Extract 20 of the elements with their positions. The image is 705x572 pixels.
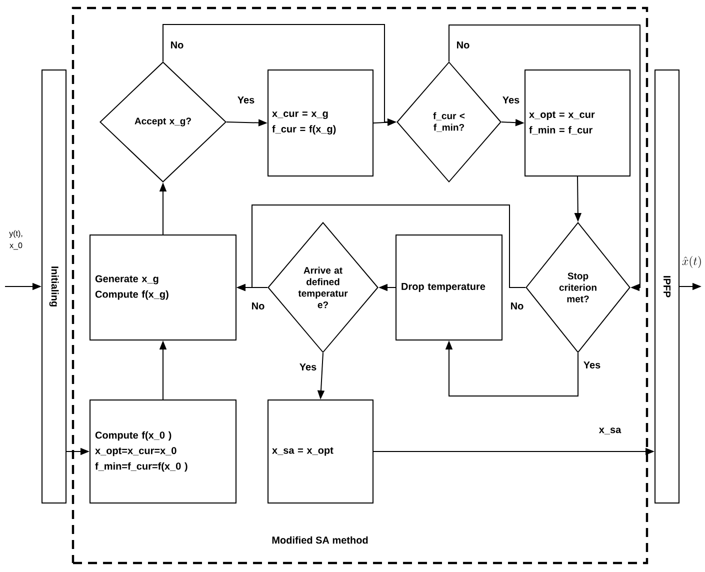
process-box: x_cur = x_g f_cur = f(x_g) (268, 70, 374, 176)
edge-label: Yes (236, 96, 256, 104)
edge-label: Yes (582, 360, 602, 370)
edge-label: No (250, 302, 266, 310)
edge-label: Yes (501, 96, 521, 104)
edge-label: x_sa (598, 426, 622, 436)
process-box: x_sa = x_opt (268, 400, 374, 504)
process-box: Generate x_g Compute f(x_g) (90, 234, 236, 340)
process-box: x_opt = x_cur f_min = f_cur (524, 70, 630, 176)
edge-label: Yes (298, 362, 318, 372)
edge-label: No (169, 40, 185, 50)
process-bar: Initialing (42, 70, 66, 504)
edge-label: y(t), x_0 (2, 229, 30, 251)
edge-label: No (509, 302, 525, 310)
arrow (448, 24, 640, 292)
edge-label: $\hat{x}(t)$ (680, 255, 704, 269)
process-box: Drop temperature (396, 234, 502, 340)
process-box: Compute f(x_0 ) x_opt=x_cur=x_0 f_min=f_cur=f(x_0 ) (90, 400, 236, 504)
process-bar: IPFP (654, 70, 680, 504)
edge-label: No (455, 40, 471, 50)
